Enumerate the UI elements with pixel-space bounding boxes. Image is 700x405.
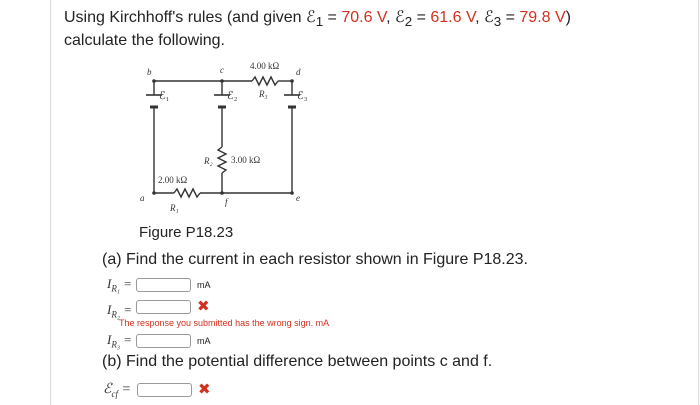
answer-row-ecf: ℰcf = ✖ <box>103 381 211 399</box>
ir1-input[interactable] <box>136 277 192 292</box>
part-a-prompt: (a) Find the current in each resistor sh… <box>102 251 528 268</box>
r1-name-label: R₁ <box>169 203 179 213</box>
answer-row-r3: IR₃ = mA <box>107 332 211 350</box>
ir1-label: IR₁ = <box>107 276 133 294</box>
r3-value-label: 4.00 kΩ <box>250 61 280 71</box>
ir1-unit: mA <box>197 279 211 290</box>
eps2-value: 61.6 V <box>430 9 476 26</box>
question-line-2: calculate the following. <box>64 32 225 49</box>
part-b-prompt: (b) Find the potential difference betwee… <box>102 353 493 370</box>
ir3-unit: mA <box>197 335 211 346</box>
ir2-label: IR₂ = <box>107 302 133 320</box>
eps1-value: 70.6 V <box>341 9 387 26</box>
r2-value-label: 3.00 kΩ <box>231 155 261 165</box>
point-d-label: d <box>296 67 301 77</box>
ir2-feedback: The response you submitted has the wrong… <box>119 318 330 328</box>
e3-label: ℰ₃ <box>297 90 308 102</box>
eps3-value: 79.8 V <box>519 9 566 26</box>
ecf-error-icon: ✖ <box>197 380 211 398</box>
e1-label: ℰ₁ <box>159 90 170 102</box>
ecf-label: ℰcf = <box>103 381 131 399</box>
question-line-1: Using Kirchhoff's rules (and given ℰ1 = … <box>64 7 571 30</box>
circuit-diagram: b c d a f e 4.00 kΩ R₃ 3.00 kΩ R₂ 2.00 k… <box>140 61 308 213</box>
point-b-label: b <box>147 67 152 77</box>
r1-value-label: 2.00 kΩ <box>158 175 188 185</box>
e2-label: ℰ₂ <box>227 90 238 102</box>
r3-name-label: R₃ <box>258 89 268 99</box>
point-a-label: a <box>140 193 145 203</box>
ir2-error-icon: ✖ <box>197 297 210 315</box>
point-f-label: f <box>225 197 229 207</box>
ecf-input[interactable] <box>136 382 192 397</box>
point-c-label: c <box>220 65 224 75</box>
answer-row-r1: IR₁ = mA <box>107 276 211 294</box>
answer-row-r2: IR₂ = ✖ <box>107 297 210 320</box>
figure-caption: Figure P18.23 <box>139 224 234 241</box>
ir3-input[interactable] <box>136 333 192 348</box>
content-frame <box>50 0 699 405</box>
r2-name-label: R₂ <box>203 156 213 166</box>
ir3-label: IR₃ = <box>107 332 133 350</box>
ir2-input[interactable] <box>136 299 192 314</box>
point-e-label: e <box>296 193 300 203</box>
